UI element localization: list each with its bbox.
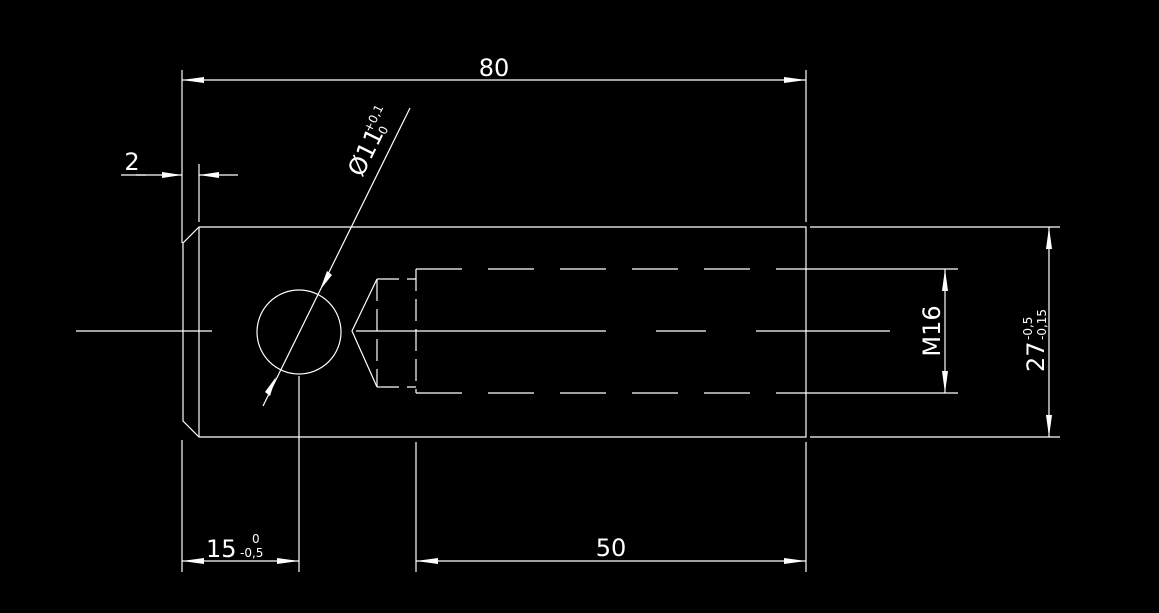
dimension-thread-length: 50 xyxy=(415,442,807,572)
dimension-overall-length: 80 xyxy=(181,54,807,243)
overall-length-label: 80 xyxy=(479,54,510,82)
thread-size-label: M16 xyxy=(918,305,946,356)
chamfer-label: 2 xyxy=(124,148,139,176)
threaded-bore xyxy=(351,268,806,394)
hole-position-label: 15 xyxy=(206,535,237,563)
hole-diameter-lower-tol: -0 xyxy=(373,124,391,141)
dimension-chamfer: 2 xyxy=(121,148,238,222)
width-label: 27 xyxy=(1022,341,1050,372)
width-upper-tol: -0,5 xyxy=(1021,317,1035,340)
hole-position-upper-tol: 0 xyxy=(252,532,260,546)
dimension-width: 27 -0,5 -0,15 xyxy=(810,226,1060,438)
dimension-hole-position: 15 0 -0,5 xyxy=(181,376,300,572)
part-outline xyxy=(182,226,807,438)
hole-position-lower-tol: -0,5 xyxy=(240,546,263,560)
thread-length-label: 50 xyxy=(596,534,627,562)
dimension-hole-diameter: Ø11 +0,1 -0 xyxy=(262,102,411,407)
width-lower-tol: -0,15 xyxy=(1035,309,1049,340)
cross-hole xyxy=(256,289,342,375)
dimension-thread-size: M16 xyxy=(806,268,958,394)
